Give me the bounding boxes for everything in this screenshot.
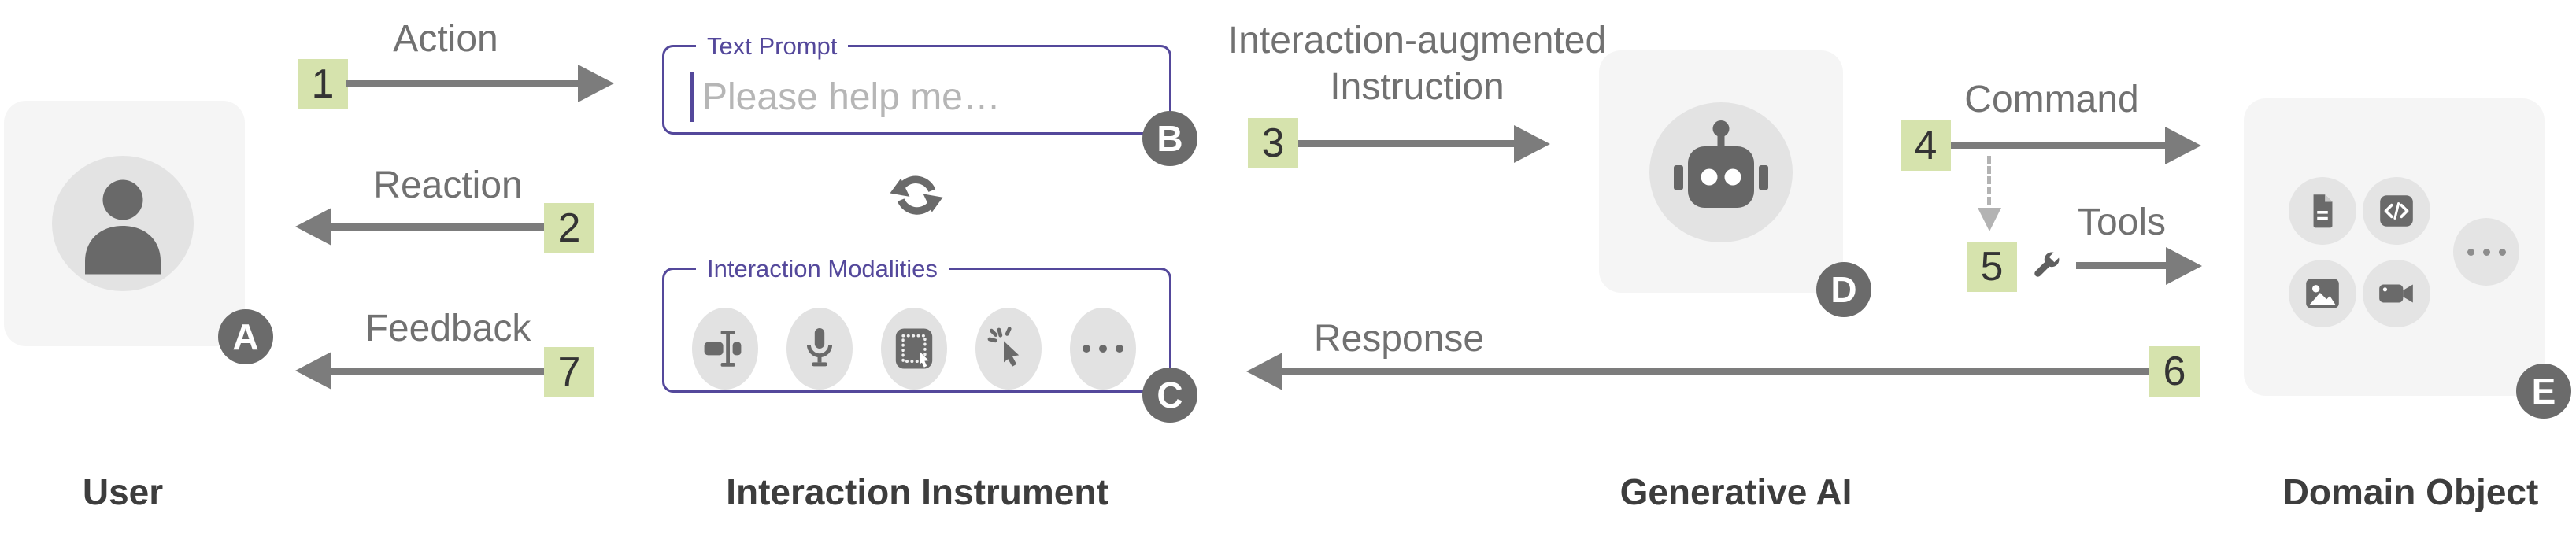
command-arrow-head bbox=[2165, 127, 2201, 164]
text-prompt-box[interactable]: Text Prompt Please help me… bbox=[662, 31, 1171, 135]
step-badge-1: 1 bbox=[298, 59, 348, 109]
tools-arrow-head bbox=[2166, 247, 2202, 285]
domain-document bbox=[2289, 177, 2356, 245]
interaction-modalities-box: Interaction Modalities bbox=[662, 254, 1171, 393]
tools-label: Tools bbox=[2077, 201, 2167, 243]
interaction-modalities-label: Interaction Modalities bbox=[696, 254, 949, 284]
instruction-label: Interaction-augmented Instruction bbox=[1228, 17, 1606, 110]
text-prompt-placeholder[interactable]: Please help me… bbox=[702, 76, 1001, 118]
instruction-arrow-head bbox=[1514, 125, 1550, 163]
sync-cycle-icon bbox=[883, 161, 950, 231]
command-arrow-line bbox=[1951, 142, 2165, 149]
action-arrow-head bbox=[578, 65, 614, 102]
wrench-icon bbox=[2025, 246, 2066, 286]
feedback-arrow-line bbox=[331, 368, 544, 375]
command-tools-dashed-arrow-head bbox=[1978, 208, 2001, 231]
modality-more[interactable] bbox=[1070, 308, 1136, 390]
text-cursor bbox=[690, 72, 694, 122]
reaction-label: Reaction bbox=[373, 164, 523, 206]
reaction-arrow-head bbox=[295, 208, 331, 246]
modality-select-region[interactable] bbox=[881, 308, 947, 390]
marquee-select-icon bbox=[891, 326, 937, 371]
step-badge-6: 6 bbox=[2149, 346, 2200, 397]
section-title-user: User bbox=[82, 471, 164, 512]
user-avatar-icon bbox=[64, 164, 182, 283]
step-badge-4: 4 bbox=[1901, 120, 1951, 171]
action-arrow-line bbox=[346, 80, 578, 87]
response-arrow-head bbox=[1246, 353, 1282, 390]
instruction-label-line1: Interaction-augmented bbox=[1227, 20, 1607, 61]
click-cursor-icon bbox=[985, 325, 1032, 372]
command-tools-dashed-line bbox=[1987, 156, 1991, 205]
domain-code bbox=[2363, 177, 2430, 245]
response-label: Response bbox=[1313, 318, 1485, 360]
domain-image bbox=[2289, 260, 2356, 327]
more-icon bbox=[2467, 248, 2506, 256]
user-card bbox=[4, 101, 245, 346]
section-title-instrument: Interaction Instrument bbox=[726, 471, 1108, 512]
modality-voice[interactable] bbox=[786, 308, 853, 390]
image-icon bbox=[2302, 273, 2343, 314]
text-prompt-box-label: Text Prompt bbox=[696, 31, 849, 61]
code-icon bbox=[2376, 190, 2417, 231]
feedback-arrow-head bbox=[295, 352, 331, 390]
badge-d: D bbox=[1816, 262, 1871, 317]
badge-e: E bbox=[2516, 364, 2571, 419]
domain-more bbox=[2453, 218, 2519, 286]
response-arrow-line bbox=[1282, 368, 2149, 375]
command-label: Command bbox=[1964, 79, 2139, 120]
text-insert-icon bbox=[701, 325, 749, 372]
genai-card bbox=[1599, 50, 1843, 293]
reaction-arrow-line bbox=[331, 223, 544, 231]
instruction-arrow-line bbox=[1298, 140, 1514, 147]
step-badge-2: 2 bbox=[544, 203, 594, 253]
feedback-label: Feedback bbox=[365, 308, 531, 349]
step-badge-5: 5 bbox=[1967, 242, 2017, 292]
microphone-icon bbox=[795, 324, 844, 373]
badge-b: B bbox=[1142, 111, 1197, 166]
step-badge-3: 3 bbox=[1248, 118, 1298, 168]
robot-icon bbox=[1662, 116, 1780, 234]
more-icon bbox=[1083, 345, 1123, 353]
section-title-domain: Domain Object bbox=[2282, 471, 2539, 512]
document-icon bbox=[2302, 190, 2343, 231]
video-icon bbox=[2376, 273, 2417, 314]
instruction-label-line2: Instruction bbox=[1330, 66, 1505, 108]
modality-click[interactable] bbox=[975, 308, 1042, 390]
domain-video bbox=[2363, 260, 2430, 327]
tools-arrow-line bbox=[2076, 262, 2166, 269]
badge-a: A bbox=[218, 309, 273, 364]
section-title-genai: Generative AI bbox=[1619, 471, 1852, 512]
badge-c: C bbox=[1142, 368, 1197, 423]
step-badge-7: 7 bbox=[544, 347, 594, 397]
domain-object-card bbox=[2244, 98, 2545, 396]
modality-text-insert[interactable] bbox=[692, 308, 758, 390]
action-label: Action bbox=[393, 18, 498, 60]
